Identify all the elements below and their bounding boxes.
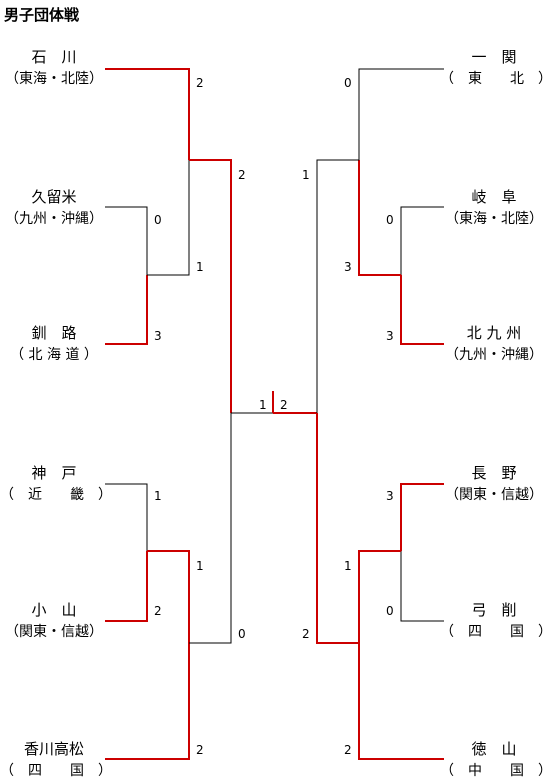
team-right-5: 弓 削 （ 四 国 ） bbox=[440, 599, 549, 643]
team-name: 釧 路 bbox=[31, 324, 77, 342]
team-region: （ 東 北 ） bbox=[440, 71, 549, 87]
bracket-line bbox=[358, 160, 401, 276]
team-name: 香川高松 bbox=[23, 740, 84, 758]
team-left-4: 神 戸 （ 近 畿 ） bbox=[0, 462, 112, 506]
team-left-6: 香川高松 （ 四 国 ） bbox=[0, 738, 112, 782]
bracket-line bbox=[400, 483, 444, 551]
team-name: 徳 山 bbox=[471, 740, 517, 758]
bracket-line bbox=[316, 159, 359, 413]
bracket-line bbox=[316, 413, 359, 644]
team-name: 久留米 bbox=[31, 188, 77, 206]
team-name: 一 関 bbox=[471, 48, 517, 66]
team-name: 岐 阜 bbox=[471, 188, 517, 206]
team-name: 弓 削 bbox=[471, 601, 517, 619]
bracket-line bbox=[105, 551, 148, 622]
score-label: 1 bbox=[196, 559, 204, 573]
team-left-2: 久留米 （九州・沖縄） bbox=[0, 186, 108, 230]
team-right-6: 徳 山 （ 中 国 ） bbox=[440, 738, 549, 782]
bracket-line bbox=[400, 275, 444, 345]
bracket-line bbox=[105, 483, 148, 551]
bracket-line bbox=[105, 206, 148, 275]
bracket-line bbox=[189, 413, 232, 644]
score-label: 0 bbox=[386, 604, 394, 618]
score-label: 2 bbox=[238, 168, 246, 182]
score-label: 3 bbox=[154, 329, 162, 343]
team-region: （関東・信越） bbox=[5, 624, 103, 640]
team-region: （ 近 畿 ） bbox=[0, 487, 112, 503]
team-left-5: 小 山 （関東・信越） bbox=[0, 599, 108, 643]
bracket-line bbox=[105, 275, 148, 345]
score-label: 1 bbox=[302, 168, 310, 182]
score-label: 2 bbox=[344, 743, 352, 757]
bracket-line bbox=[400, 551, 444, 622]
team-name: 神 戸 bbox=[31, 464, 77, 482]
score-label: 2 bbox=[154, 604, 162, 618]
team-right-4: 長 野 （関東・信越） bbox=[440, 462, 548, 506]
score-label: 2 bbox=[196, 743, 204, 757]
bracket-line bbox=[147, 160, 190, 276]
team-name: 石 川 bbox=[31, 48, 77, 66]
team-left-1: 石 川 （東海・北陸） bbox=[0, 46, 108, 90]
team-right-1: 一 関 （ 東 北 ） bbox=[440, 46, 549, 90]
score-label: 0 bbox=[344, 76, 352, 90]
bracket-line bbox=[400, 206, 444, 275]
bracket-line bbox=[105, 68, 190, 160]
score-label: 1 bbox=[344, 559, 352, 573]
team-region: （東海・北陸） bbox=[445, 211, 543, 227]
team-name: 小 山 bbox=[31, 601, 77, 619]
score-label: 3 bbox=[386, 329, 394, 343]
score-label: 0 bbox=[386, 213, 394, 227]
team-region: （ 北 海 道 ） bbox=[10, 347, 98, 363]
page-title: 男子団体戦 bbox=[4, 6, 80, 24]
bracket-line bbox=[105, 643, 190, 760]
score-label: 0 bbox=[238, 627, 246, 641]
team-region: （九州・沖縄） bbox=[445, 347, 543, 363]
team-right-3: 北 九 州 （九州・沖縄） bbox=[440, 322, 548, 366]
team-left-3: 釧 路 （ 北 海 道 ） bbox=[0, 322, 108, 366]
score-label-final-left: 1 bbox=[259, 398, 267, 412]
team-name: 長 野 bbox=[471, 464, 517, 482]
bracket-line bbox=[358, 643, 444, 760]
bracket-line bbox=[189, 159, 232, 413]
team-region: （ 中 国 ） bbox=[440, 763, 549, 779]
score-label: 1 bbox=[196, 260, 204, 274]
score-label: 2 bbox=[302, 627, 310, 641]
team-right-2: 岐 阜 （東海・北陸） bbox=[440, 186, 548, 230]
bracket-line bbox=[147, 550, 190, 643]
score-label: 0 bbox=[154, 213, 162, 227]
team-region: （東海・北陸） bbox=[5, 71, 103, 87]
score-label-final-right: 2 bbox=[280, 398, 288, 412]
score-label: 3 bbox=[386, 489, 394, 503]
team-region: （ 四 国 ） bbox=[0, 763, 112, 779]
bracket-line bbox=[358, 550, 401, 643]
score-label: 2 bbox=[196, 76, 204, 90]
team-region: （九州・沖縄） bbox=[5, 211, 103, 227]
team-region: （関東・信越） bbox=[445, 487, 543, 503]
team-region: （ 四 国 ） bbox=[440, 624, 549, 640]
score-label: 3 bbox=[344, 260, 352, 274]
bracket-line bbox=[358, 68, 444, 160]
score-label: 1 bbox=[154, 489, 162, 503]
team-name: 北 九 州 bbox=[466, 324, 522, 342]
